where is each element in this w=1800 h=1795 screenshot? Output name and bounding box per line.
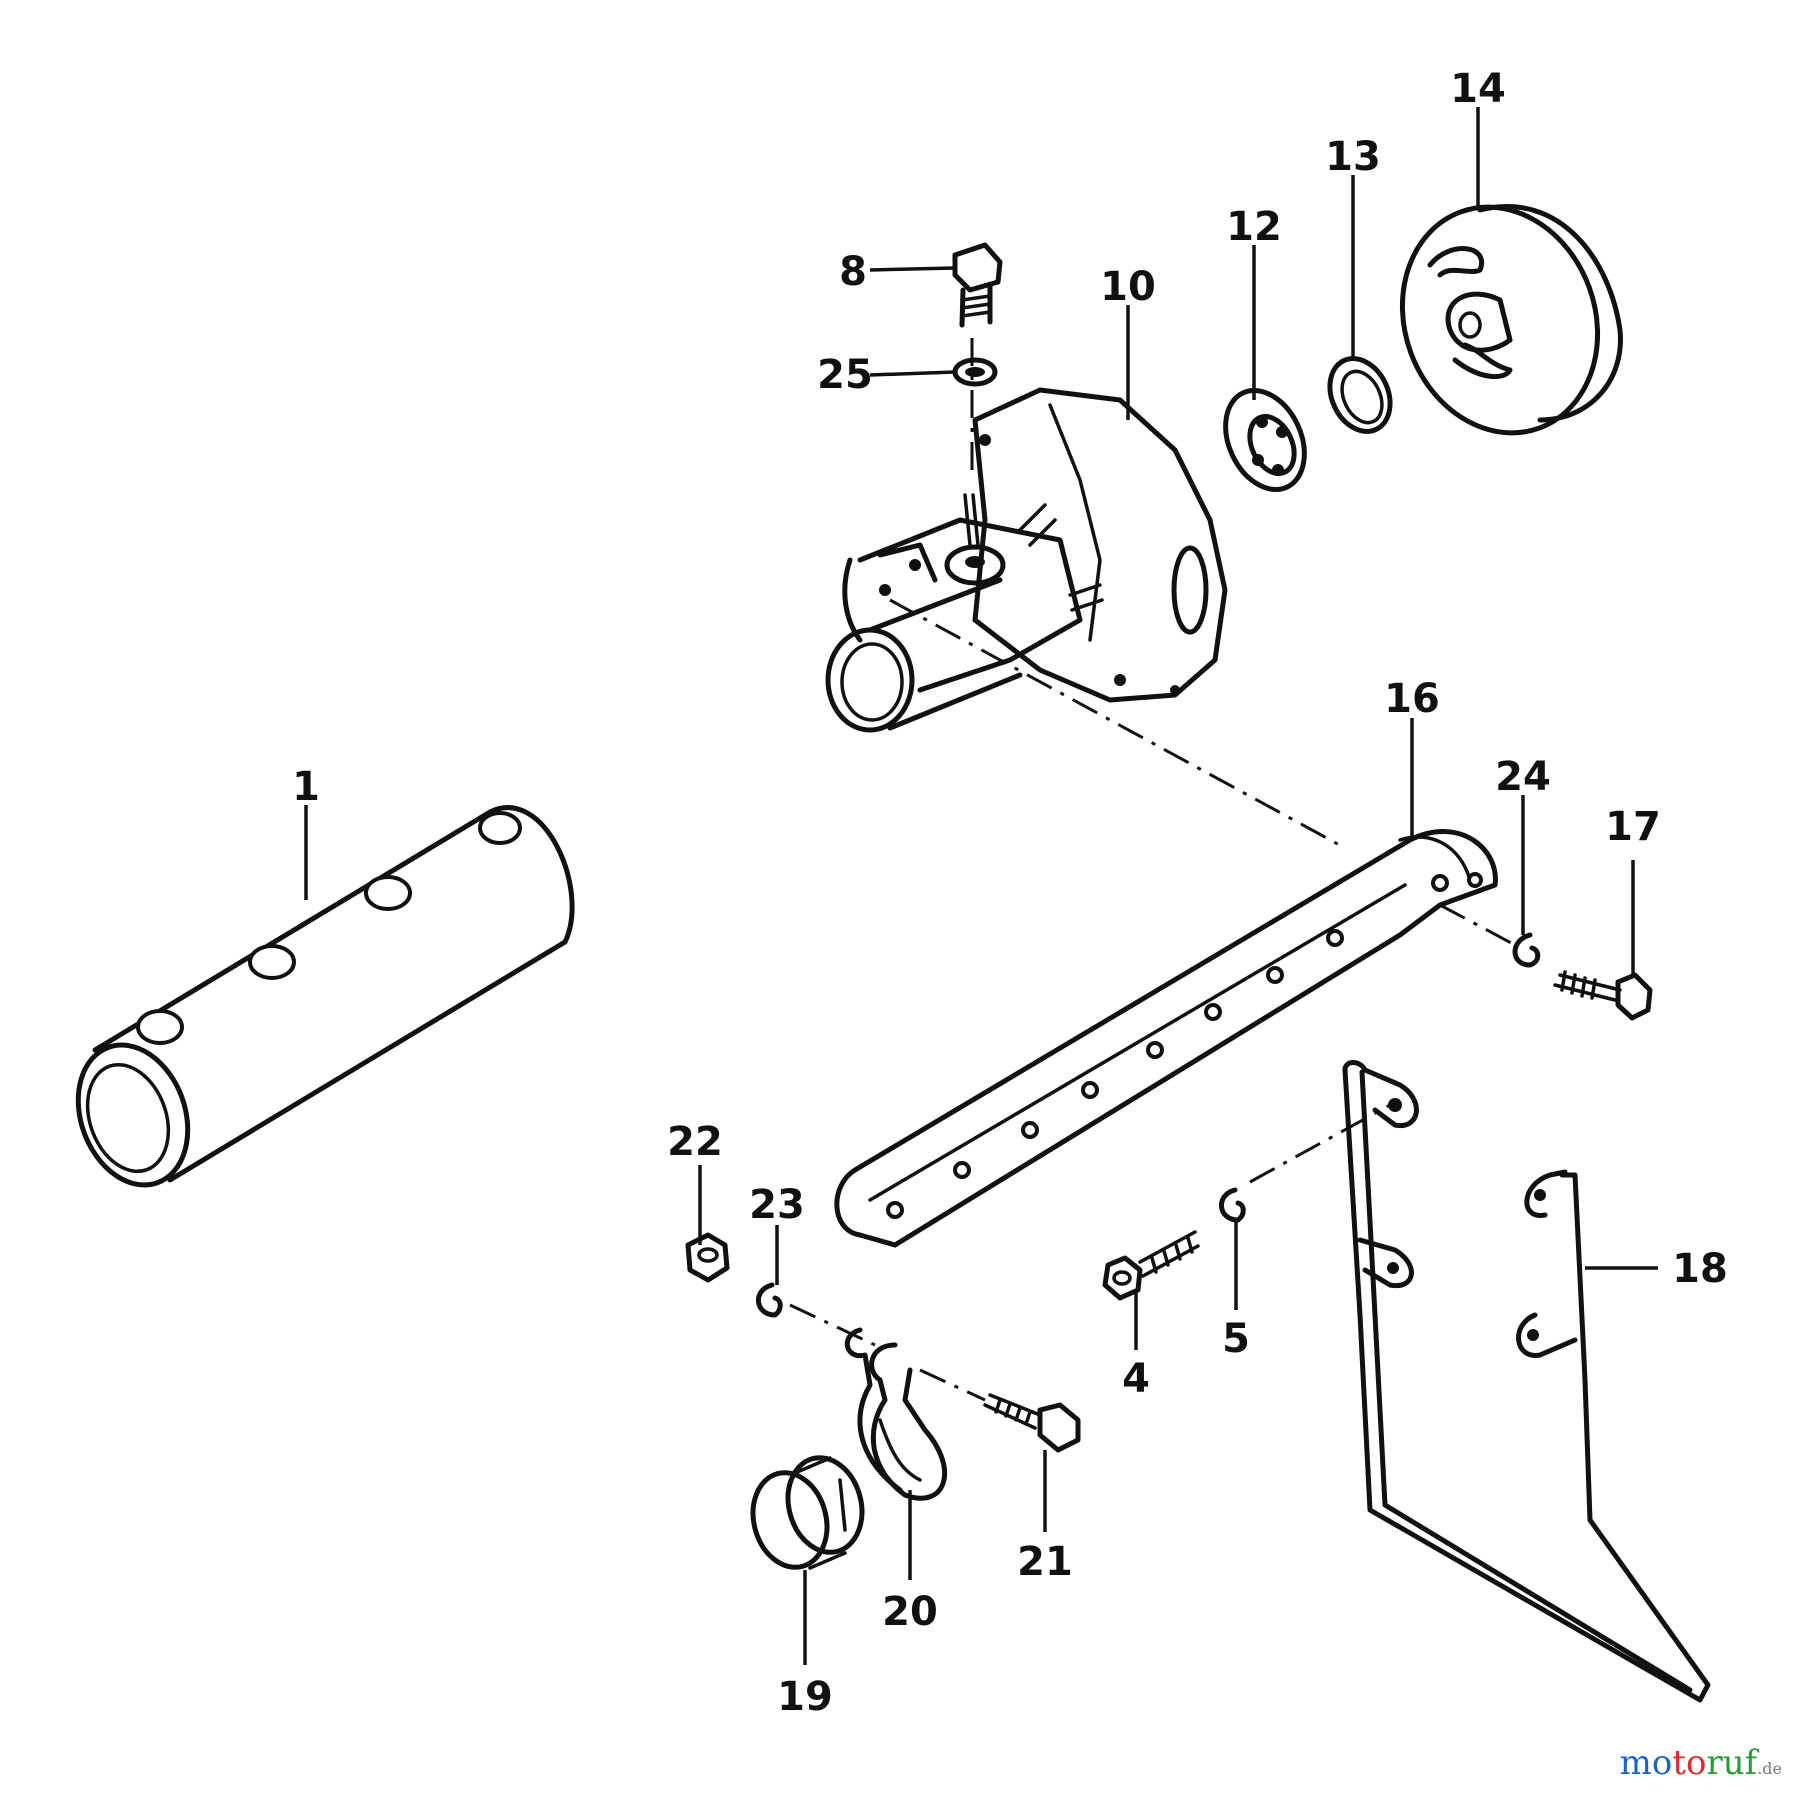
callout-5: 5 (1222, 1316, 1250, 1362)
callout-19: 19 (777, 1674, 833, 1720)
callout-18: 18 (1672, 1246, 1728, 1292)
watermark-part-3: ruf (1706, 1743, 1758, 1783)
part-19-cap (750, 1455, 865, 1570)
part-13-snap-ring (1327, 356, 1393, 434)
assembly-lines (789, 338, 1516, 1402)
part-22-nut (685, 1232, 730, 1283)
part-8-bolt (952, 242, 1003, 328)
part-1-tube (75, 805, 575, 1188)
watermark-part-2: to (1672, 1743, 1707, 1783)
callout-25: 25 (817, 352, 873, 398)
part-12-bearing (1223, 387, 1307, 493)
callout-22: 22 (667, 1119, 723, 1165)
part-24-clip (1512, 932, 1541, 968)
part-25-washer (952, 357, 998, 387)
watermark-part-4: .de (1757, 1759, 1782, 1778)
callout-10: 10 (1100, 264, 1156, 310)
callout-labels: 1 4 5 8 10 12 13 14 16 17 18 19 20 21 22… (292, 66, 1728, 1720)
part-23-clip (755, 1282, 783, 1318)
callout-12: 12 (1226, 204, 1282, 250)
part-17-bolt (1553, 970, 1653, 1021)
part-14-clutch-drum (1399, 204, 1623, 436)
part-10-gearbox-housing (825, 387, 1228, 733)
part-16-arm (834, 829, 1498, 1248)
callout-16: 16 (1384, 676, 1440, 722)
callout-23: 23 (749, 1182, 805, 1228)
callout-21: 21 (1017, 1539, 1073, 1585)
callout-4: 4 (1122, 1356, 1150, 1402)
callout-20: 20 (882, 1589, 938, 1635)
callout-14: 14 (1450, 66, 1506, 112)
leader-lines (304, 107, 1658, 1665)
watermark-logo: motoruf.de (1620, 1743, 1782, 1783)
callout-13: 13 (1325, 134, 1381, 180)
callout-1: 1 (292, 764, 320, 810)
callout-24: 24 (1495, 754, 1551, 800)
part-20-hairpin (844, 1327, 948, 1501)
watermark-part-1: mo (1619, 1743, 1673, 1783)
part-5-clip (1218, 1187, 1246, 1223)
part-21-bolt (983, 1393, 1081, 1453)
part-18-depth-bar (1342, 1060, 1711, 1703)
callout-8: 8 (839, 249, 867, 295)
part-4-bolt (1102, 1230, 1200, 1301)
callout-17: 17 (1605, 804, 1661, 850)
